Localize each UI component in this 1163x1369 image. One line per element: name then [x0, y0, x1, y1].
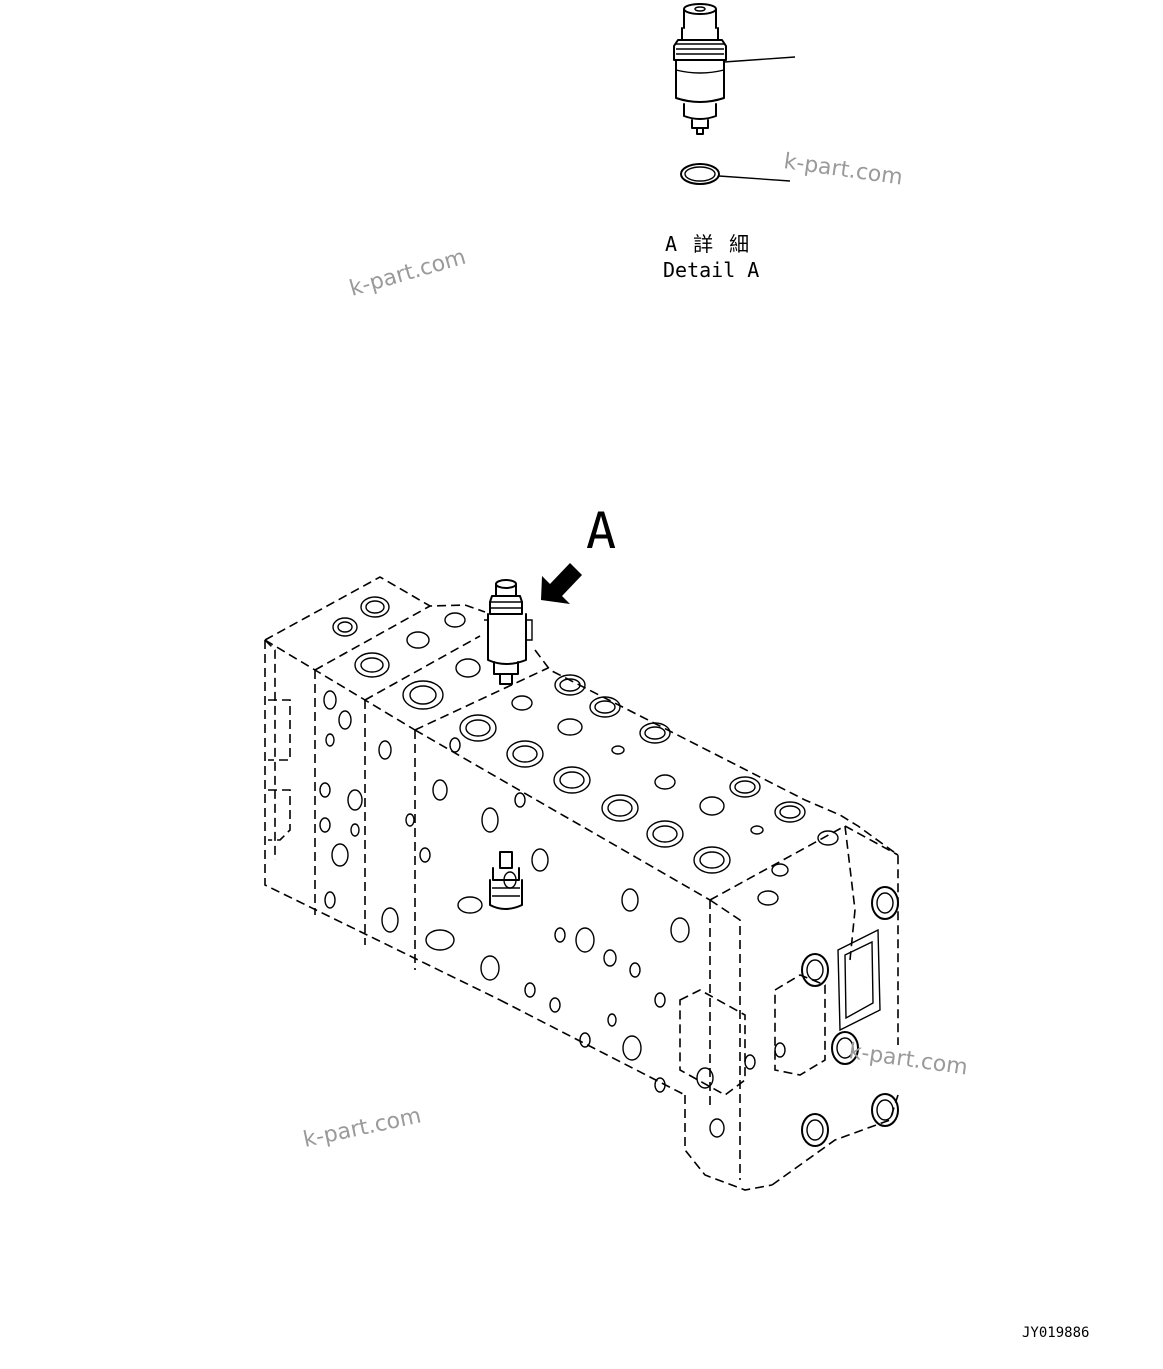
- callout-letter: A: [586, 502, 616, 560]
- mounted-valve: [484, 579, 533, 685]
- watermark-4: k-part.com: [301, 1104, 423, 1153]
- watermark-3: k-part.com: [847, 1039, 969, 1080]
- detail-title-jp: A 詳 細: [665, 232, 751, 256]
- detail-title-en: Detail A: [663, 258, 759, 282]
- detail-a-o-ring: [680, 163, 791, 185]
- control-valve-block: [264, 576, 899, 1191]
- drawing-id: JY019886: [1022, 1325, 1089, 1341]
- watermark-1: k-part.com: [782, 149, 904, 190]
- watermark-2: k-part.com: [347, 245, 469, 302]
- callout-arrow: [541, 563, 582, 604]
- detail-a-valve: [673, 3, 796, 135]
